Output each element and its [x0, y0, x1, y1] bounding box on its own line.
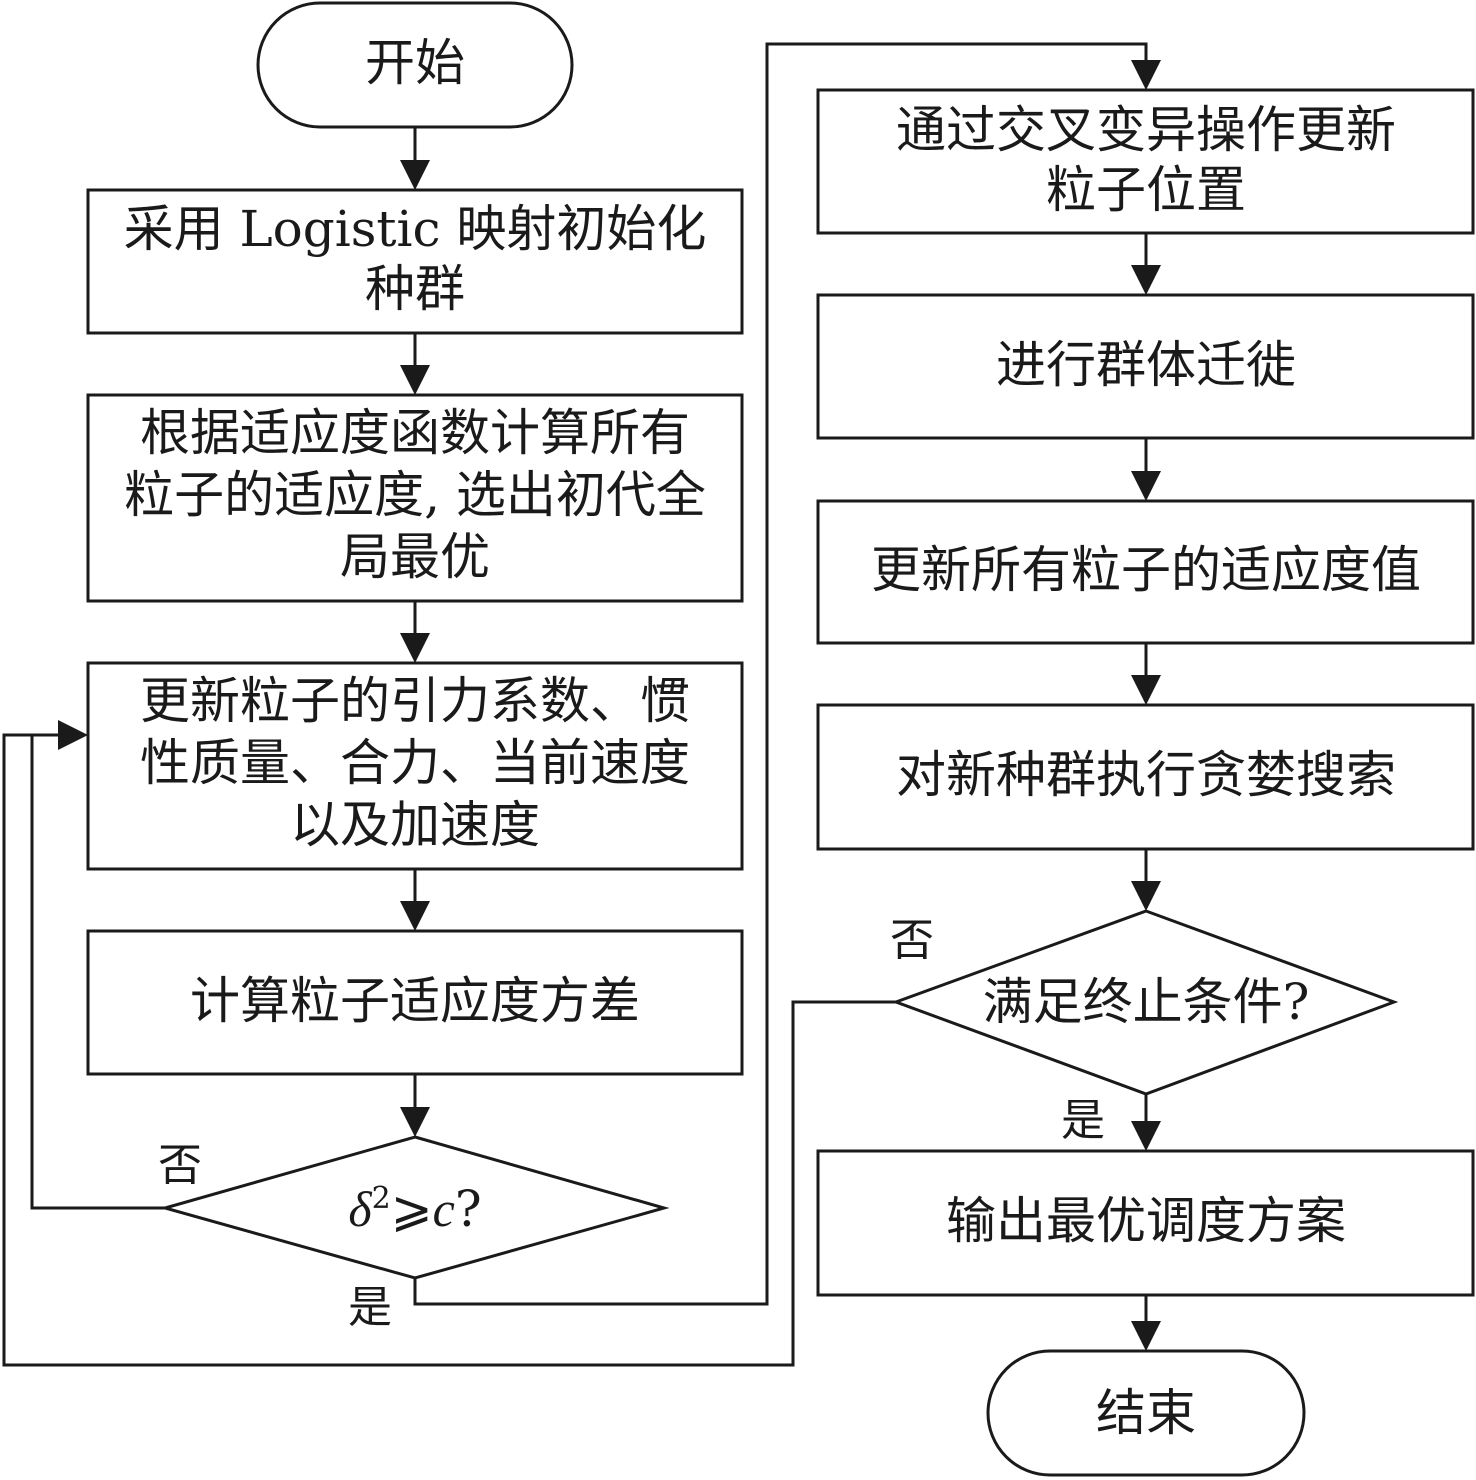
- cond2-yes-label: 是: [1061, 1095, 1105, 1146]
- edge-cond1-yes-route: [413, 42, 1148, 1306]
- update-label-line3: 以及加速度: [290, 796, 540, 854]
- arrowhead: [1131, 60, 1161, 90]
- process-box: [86, 393, 744, 603]
- crossover-label-line1: 通过交叉变异操作更新: [896, 101, 1396, 159]
- connectors: [2, 42, 1161, 1367]
- arrowhead: [400, 1107, 430, 1137]
- arrowhead: [400, 160, 430, 190]
- cond1-no-label: 否: [158, 1140, 202, 1191]
- node-output: 输出最优调度方案: [816, 1149, 1475, 1297]
- cond1-superscript: 2: [372, 1181, 391, 1216]
- cond2-label: 满足终止条件?: [983, 973, 1310, 1031]
- init-label-line1: 采用 Logistic 映射初始化: [124, 200, 707, 258]
- migration-label: 进行群体迁徙: [996, 336, 1296, 394]
- node-start: 开始: [256, 1, 574, 129]
- update-label-line2: 性质量、合力、当前速度: [140, 734, 690, 792]
- init-label-line2: 种群: [365, 260, 465, 318]
- node-cond2: 满足终止条件?: [891, 909, 1399, 1096]
- update-label-line1: 更新粒子的引力系数、惯: [140, 672, 690, 730]
- cond2-no-label: 否: [890, 915, 934, 966]
- cond1-c: c: [433, 1181, 455, 1237]
- cond1-label: δ2⩾c?: [348, 1180, 481, 1238]
- node-greedy: 对新种群执行贪婪搜索: [816, 703, 1475, 851]
- arrowhead: [1131, 265, 1161, 295]
- node-variance: 计算粒子适应度方差: [86, 929, 744, 1076]
- node-update-fitness: 更新所有粒子的适应度值: [816, 499, 1475, 645]
- process-box: [816, 88, 1475, 235]
- output-label: 输出最优调度方案: [946, 1192, 1346, 1250]
- process-box: [816, 703, 1475, 851]
- cond1-geq: ⩾: [391, 1180, 433, 1238]
- process-box: [86, 929, 744, 1076]
- node-end: 结束: [986, 1349, 1306, 1477]
- arrowhead: [1131, 1321, 1161, 1351]
- cond1-yes-label: 是: [348, 1282, 392, 1333]
- node-update: 更新粒子的引力系数、惯 性质量、合力、当前速度 以及加速度: [86, 661, 744, 871]
- crossover-label-line2: 粒子位置: [1046, 161, 1246, 219]
- fitness-label-line2: 粒子的适应度, 选出初代全: [124, 466, 706, 524]
- arrowhead: [400, 365, 430, 395]
- node-migration: 进行群体迁徙: [816, 293, 1475, 440]
- process-box: [86, 661, 744, 871]
- cond1-question: ?: [455, 1180, 482, 1238]
- node-crossover: 通过交叉变异操作更新 粒子位置: [816, 88, 1475, 235]
- variance-label: 计算粒子适应度方差: [190, 972, 640, 1030]
- process-box: [816, 499, 1475, 645]
- process-box: [816, 1149, 1475, 1297]
- node-cond1: δ2⩾c?: [159, 1135, 670, 1280]
- greedy-label: 对新种群执行贪婪搜索: [896, 746, 1396, 804]
- cond1-delta: δ: [348, 1181, 372, 1237]
- update-fitness-label: 更新所有粒子的适应度值: [871, 541, 1421, 599]
- arrowhead: [1131, 471, 1161, 501]
- decision-diamond: [159, 1135, 670, 1280]
- edge-cond1-no-loop: [30, 733, 165, 1210]
- node-fitness: 根据适应度函数计算所有 粒子的适应度, 选出初代全 局最优: [86, 393, 744, 603]
- edge-cond2-no-loop: [2, 733, 896, 1367]
- decision-diamond: [891, 909, 1399, 1096]
- fitness-label-line1: 根据适应度函数计算所有: [140, 404, 690, 462]
- arrowhead: [1131, 881, 1161, 911]
- arrowhead: [400, 901, 430, 931]
- arrowhead: [1131, 675, 1161, 705]
- fitness-label-line3: 局最优: [340, 528, 490, 586]
- arrowhead: [400, 633, 430, 663]
- end-label: 结束: [1096, 1384, 1196, 1442]
- node-init: 采用 Logistic 映射初始化 种群: [86, 188, 744, 335]
- terminal-start: [256, 1, 574, 129]
- terminal-end: [986, 1349, 1306, 1477]
- arrowhead: [1131, 1121, 1161, 1151]
- process-box: [86, 188, 744, 335]
- process-box: [816, 293, 1475, 440]
- arrowhead: [58, 720, 88, 750]
- start-label: 开始: [365, 34, 465, 92]
